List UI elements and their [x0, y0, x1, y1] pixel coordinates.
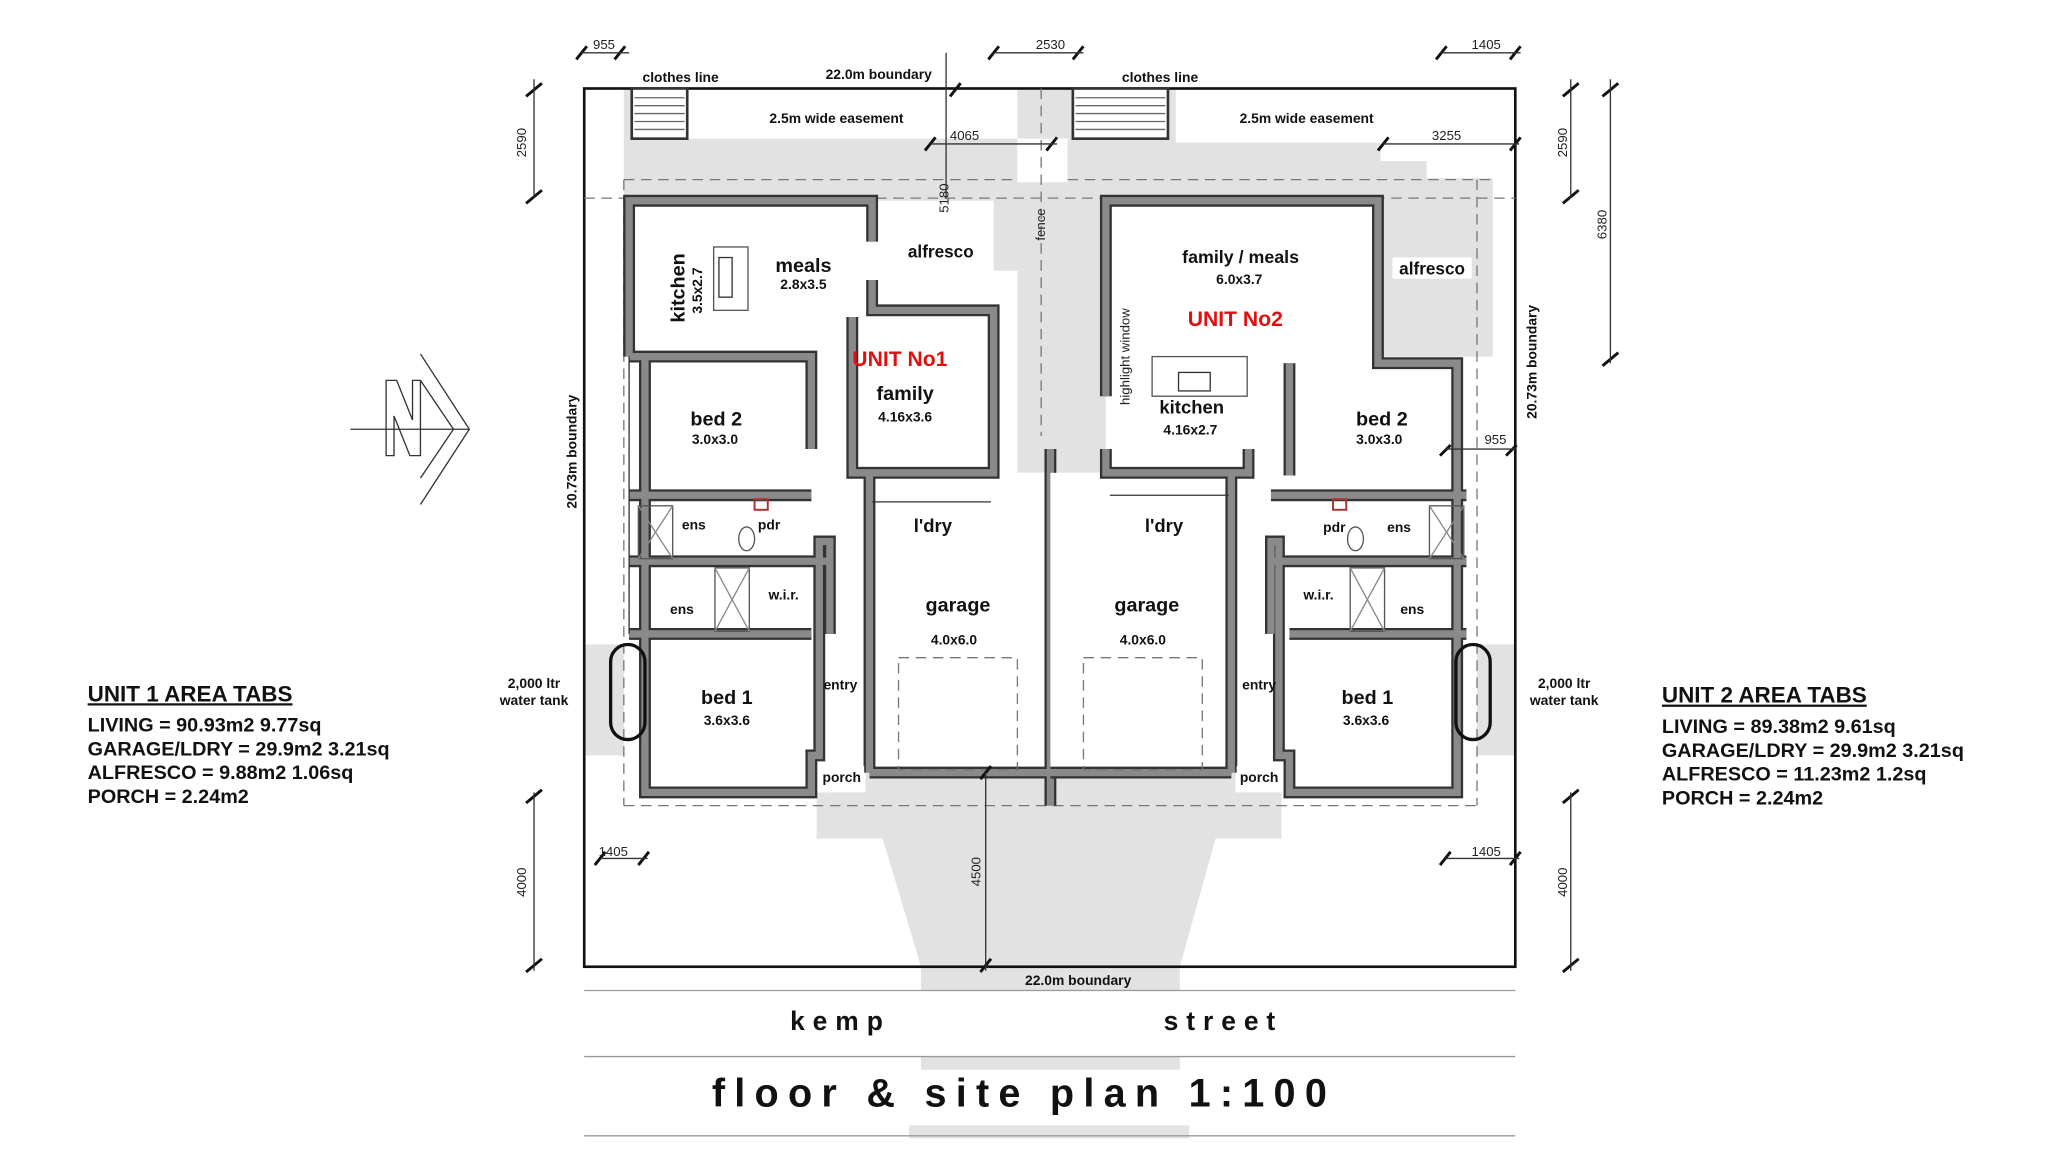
boundary-bottom: 22.0m boundary [1025, 972, 1132, 988]
water-tank-2 [1454, 642, 1492, 742]
u2-family-meals-label: family / meals [1182, 247, 1299, 267]
u2-bed2-size: 3.0x3.0 [1356, 431, 1403, 447]
u2-unit-name: UNIT No2 [1188, 308, 1283, 331]
u2-garage-size: 4.0x6.0 [1120, 631, 1167, 647]
u2-ens-bottom-label: ens [1400, 601, 1424, 617]
u1-kitchen-size: 3.5x2.7 [689, 267, 705, 314]
u2-bed1-size: 3.6x3.6 [1343, 712, 1390, 728]
unit1-area-tabs: UNIT 1 AREA TABS LIVING = 90.93m2 9.77sq… [88, 681, 390, 808]
clothes-line-label-2: clothes line [1122, 69, 1199, 85]
dim-top-mid: 2530 [1036, 37, 1065, 52]
dim-u1-rear: 4065 [950, 128, 979, 143]
dim-top-right: 1405 [1472, 37, 1501, 52]
u2-ldry-label: l'dry [1145, 515, 1184, 536]
unit2-area-line: LIVING = 89.38m2 9.61sq [1662, 716, 1896, 738]
u1-meals-label: meals [775, 255, 831, 277]
unit2-area-tabs-heading: UNIT 2 AREA TABS [1662, 683, 1867, 708]
dim-u1-depth: 5180 [937, 183, 952, 212]
basin-icon [1332, 498, 1348, 511]
dim-front-right: 1405 [1472, 844, 1501, 859]
clothes-line-2 [1071, 87, 1170, 140]
unit1-area-line: PORCH = 2.24m2 [88, 786, 249, 808]
page-title: floor & site plan 1:100 [712, 1072, 1336, 1116]
dim-left-front: 4000 [514, 868, 529, 897]
dim-u2-side: 955 [1484, 432, 1506, 447]
u2-alfresco-label: alfresco [1399, 259, 1465, 279]
boundary-left: 20.73m boundary [563, 394, 579, 508]
u1-garage-size: 4.0x6.0 [931, 631, 978, 647]
u2-ens-top-label: ens [1387, 519, 1411, 535]
boundary-right: 20.73m boundary [1523, 305, 1539, 419]
clothes-line-label-1: clothes line [642, 69, 719, 85]
fixtures [637, 246, 1465, 771]
easement-label-2: 2.5m wide easement [1240, 110, 1374, 126]
u1-alfresco-label: alfresco [908, 242, 974, 262]
u2-garage-label: garage [1114, 594, 1179, 616]
u1-wir-label: w.i.r. [767, 587, 798, 603]
water-tank-1 [608, 642, 647, 742]
street-name-right: street [1164, 1006, 1283, 1036]
u1-ens-bottom-label: ens [670, 601, 694, 617]
unit2-area-line: GARAGE/LDRY = 29.9m2 3.21sq [1662, 740, 1964, 762]
unit2-area-tabs: UNIT 2 AREA TABS LIVING = 89.38m2 9.61sq… [1662, 683, 1964, 810]
unit1-rooms: kitchen 3.5x2.7 meals 2.8x3.5 alfresco U… [668, 240, 991, 785]
u1-ens-top-label: ens [682, 517, 706, 533]
fence-label: fence [1033, 208, 1048, 240]
u2-pdr-label: pdr [1323, 519, 1346, 535]
u1-bed2-size: 3.0x3.0 [692, 431, 739, 447]
unit2-walls [1050, 194, 1467, 799]
u1-meals-size: 2.8x3.5 [780, 276, 827, 292]
u2-kitchen-size: 4.16x2.7 [1163, 422, 1217, 438]
unit1-area-line: ALFRESCO = 9.88m2 1.06sq [88, 762, 354, 784]
dim-right-rear-total: 6380 [1594, 210, 1609, 239]
u1-unit-name: UNIT No1 [852, 348, 947, 371]
street-name-left: kemp [790, 1006, 891, 1036]
u1-bed1-label: bed 1 [701, 687, 753, 709]
site-boundary [582, 87, 1517, 969]
easement-label-1: 2.5m wide easement [769, 110, 903, 126]
u2-bed1-label: bed 1 [1342, 687, 1394, 709]
unit2-rooms: family / meals 6.0x3.7 UNIT No2 alfresco… [1114, 247, 1472, 785]
u2-wir-label: w.i.r. [1302, 587, 1333, 603]
u1-pdr-label: pdr [758, 517, 781, 533]
unit1-walls [623, 194, 1057, 806]
unit2-area-line: ALFRESCO = 11.23m2 1.2sq [1662, 764, 1927, 786]
dim-top-left: 955 [593, 37, 615, 52]
unit1-area-tabs-heading: UNIT 1 AREA TABS [88, 681, 293, 706]
unit2-area-line: PORCH = 2.24m2 [1662, 787, 1823, 809]
boundary-top: 22.0m boundary [826, 66, 933, 82]
unit1-area-line: GARAGE/LDRY = 29.9m2 3.21sq [88, 738, 390, 760]
dimension-ticks [525, 45, 1620, 974]
u1-ldry-label: l'dry [914, 515, 953, 536]
u1-family-size: 4.16x3.6 [878, 408, 932, 424]
u2-bed2-label: bed 2 [1356, 408, 1408, 430]
unit1-area-line: LIVING = 90.93m2 9.77sq [88, 715, 322, 737]
u1-bed2-label: bed 2 [690, 408, 742, 430]
dim-left-rear: 2590 [514, 128, 529, 157]
tank-label-2-line2: water tank [1529, 692, 1599, 708]
u1-porch-label: porch [822, 769, 861, 785]
u1-bed1-size: 3.6x3.6 [704, 712, 751, 728]
tank-label-2-line1: 2,000 ltr [1538, 675, 1591, 691]
u2-family-meals-size: 6.0x3.7 [1216, 271, 1263, 287]
dim-right-front: 4000 [1555, 868, 1570, 897]
u2-porch-label: porch [1240, 769, 1279, 785]
basin-icon [753, 498, 769, 511]
north-arrow-icon [350, 353, 471, 505]
tank-label-1-line1: 2,000 ltr [508, 675, 561, 691]
shaded-areas [584, 88, 1517, 1139]
tank-label-1-line2: water tank [499, 692, 569, 708]
u1-entry-label: entry [823, 676, 857, 692]
u1-kitchen-label: kitchen [668, 253, 690, 322]
dim-right-rear: 2590 [1555, 128, 1570, 157]
u2-entry-label: entry [1242, 676, 1276, 692]
u1-garage-label: garage [926, 594, 991, 616]
dim-drive: 4500 [968, 857, 983, 886]
highlight-window-label: highlight window [1118, 308, 1133, 405]
u1-family-label: family [877, 383, 934, 405]
dim-u2-rear: 3255 [1432, 128, 1461, 143]
u2-kitchen-label: kitchen [1159, 396, 1224, 417]
clothes-line-1 [630, 87, 689, 140]
dim-front-left: 1405 [599, 844, 628, 859]
